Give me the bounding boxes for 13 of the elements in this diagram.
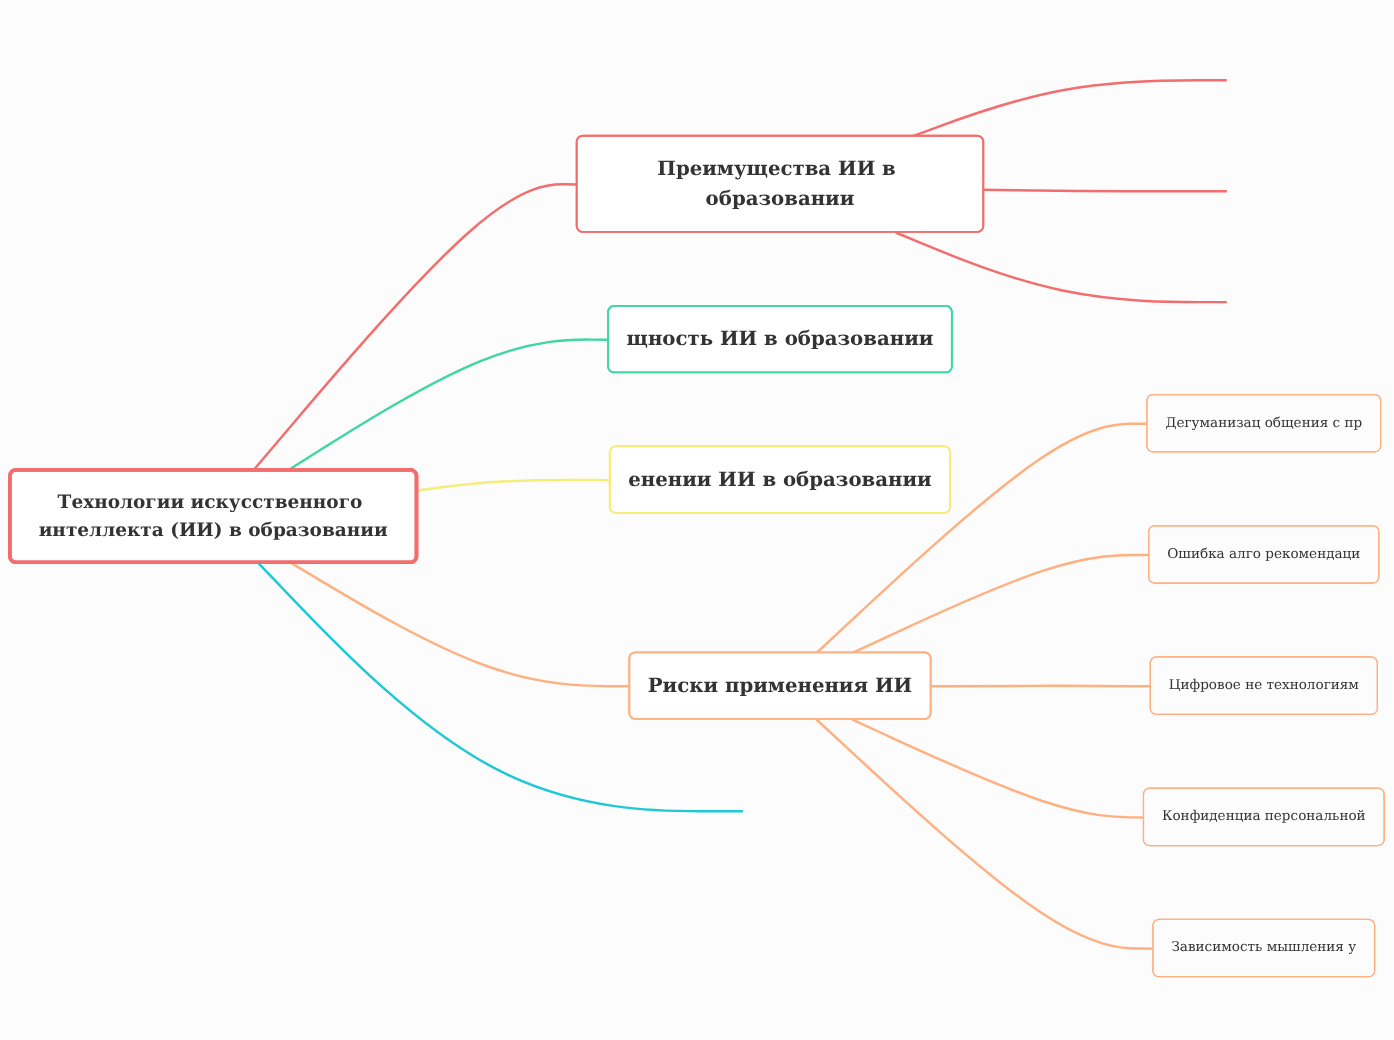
connector [416,479,611,493]
connector [815,719,1154,951]
connector [895,232,1227,305]
connector [290,562,630,689]
connector [911,79,1227,139]
connector [851,719,1145,820]
connector [931,685,1151,689]
connector [252,183,578,472]
connector [257,562,743,814]
connector [815,423,1148,655]
connector [851,554,1150,655]
connector [287,339,609,473]
connector [983,189,1227,194]
